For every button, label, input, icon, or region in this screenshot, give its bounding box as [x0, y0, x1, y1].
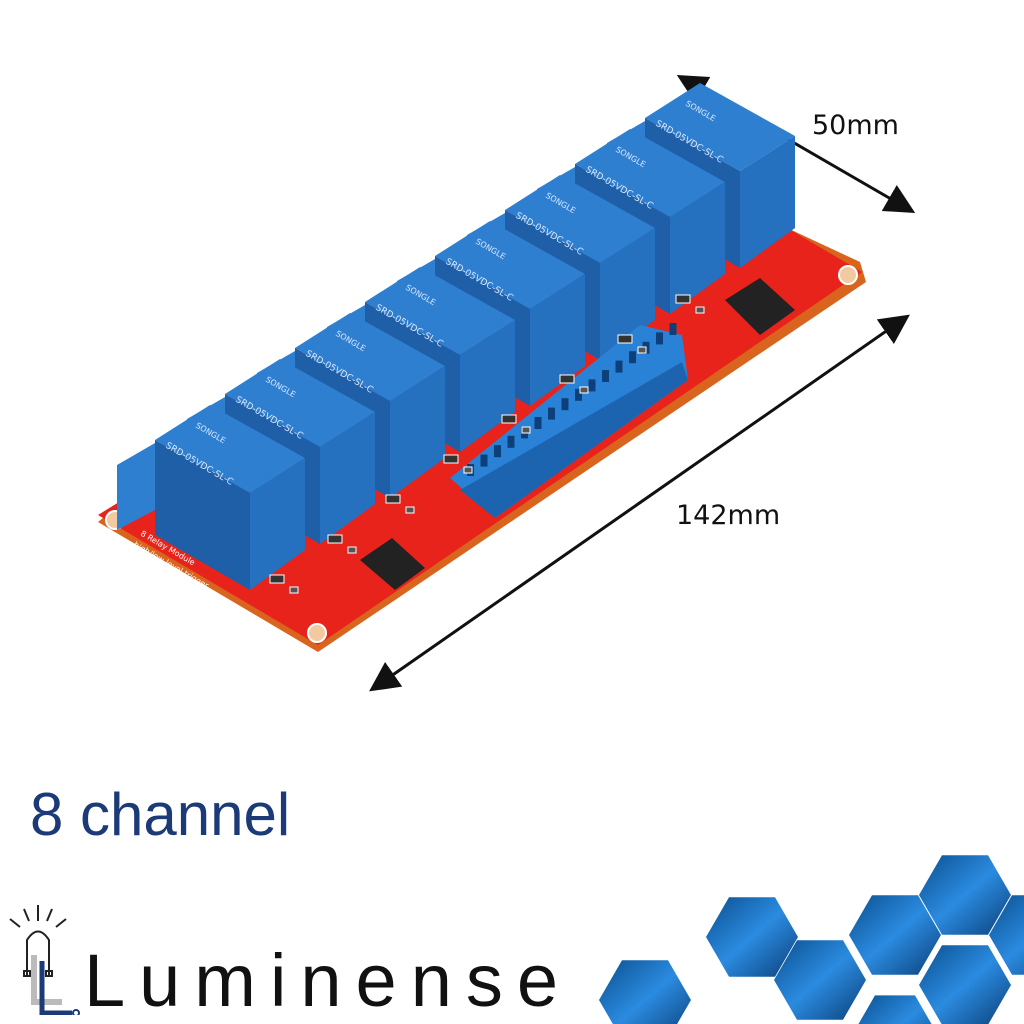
terminal-screw — [494, 445, 501, 458]
terminal-screw — [656, 332, 663, 345]
smd-chip — [327, 534, 343, 544]
terminal-block-front — [460, 362, 688, 518]
brand-name: Luminense — [84, 939, 573, 1022]
smd-resistor — [463, 466, 473, 474]
width-label: 50mm — [812, 110, 899, 141]
mount-hole — [307, 623, 327, 643]
terminal-screw — [669, 323, 677, 335]
channel-caption: 8 channel — [30, 781, 291, 848]
smd-chip — [385, 494, 401, 504]
terminal-screw — [602, 370, 609, 382]
hexagon — [919, 945, 1011, 1024]
hexagon — [774, 940, 866, 1020]
terminal-screw — [575, 388, 582, 401]
length-label: 142mm — [676, 500, 781, 531]
smd-chip — [675, 294, 691, 304]
pin-header-input — [360, 538, 425, 590]
pin-header-power — [725, 278, 795, 335]
terminal-screw — [480, 454, 488, 467]
terminal-screw — [548, 407, 555, 420]
smd-resistor — [695, 306, 705, 314]
hexagon-decoration — [599, 855, 1024, 1024]
smd-chip — [501, 414, 517, 424]
smd-chip — [559, 374, 575, 384]
mount-hole — [838, 265, 858, 285]
smd-resistor — [405, 506, 415, 514]
hexagon — [989, 895, 1024, 975]
smd-resistor — [289, 586, 299, 594]
terminal-screw — [507, 435, 515, 448]
terminal-screw — [629, 351, 636, 364]
hexagon — [858, 995, 932, 1024]
smd-chip — [269, 574, 285, 584]
smd-components — [269, 294, 705, 594]
smd-resistor — [521, 426, 531, 434]
hexagon — [919, 855, 1011, 935]
smd-chip — [617, 334, 633, 344]
hexagon — [599, 960, 691, 1024]
hexagon — [706, 897, 798, 977]
relay-group: SRD-05VDC-SL-CSONGLESRD-05VDC-SL-CSONGLE… — [117, 83, 795, 590]
smd-resistor — [579, 386, 589, 394]
smd-resistor — [637, 346, 647, 354]
length-dimension-arrow — [369, 314, 910, 692]
terminal-screw — [588, 379, 596, 392]
terminal-screw — [561, 398, 569, 411]
brand-logo-icon — [9, 905, 80, 1015]
terminal-screw — [615, 360, 623, 373]
terminal-screw — [534, 417, 542, 429]
hexagon — [849, 895, 941, 975]
smd-chip — [443, 454, 459, 464]
smd-resistor — [347, 546, 357, 554]
